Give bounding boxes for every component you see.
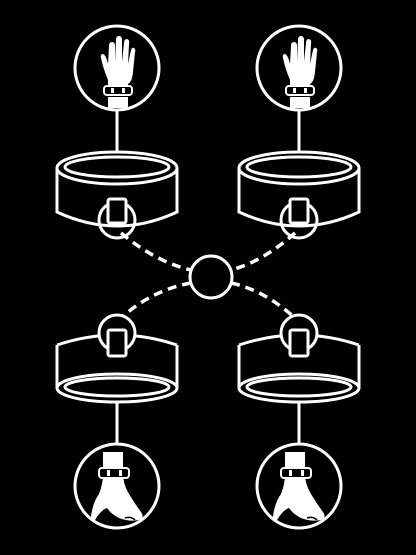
chain-right-wrist-to-center	[230, 231, 297, 272]
right-wrist-cuff	[237, 150, 361, 240]
left-wrist-node	[73, 24, 161, 112]
left-wrist-cuff	[55, 150, 179, 240]
left-ankle-cuff	[55, 313, 179, 404]
right-wrist-node	[255, 24, 343, 112]
o-ring-icon	[188, 254, 234, 300]
chain-center-to-left-ankle	[119, 281, 192, 320]
chain-left-wrist-to-center	[119, 231, 192, 272]
chain-center-to-right-ankle	[230, 281, 297, 320]
right-ankle-cuff	[237, 313, 361, 404]
left-ankle-node	[73, 442, 161, 530]
right-ankle-node	[255, 442, 343, 530]
